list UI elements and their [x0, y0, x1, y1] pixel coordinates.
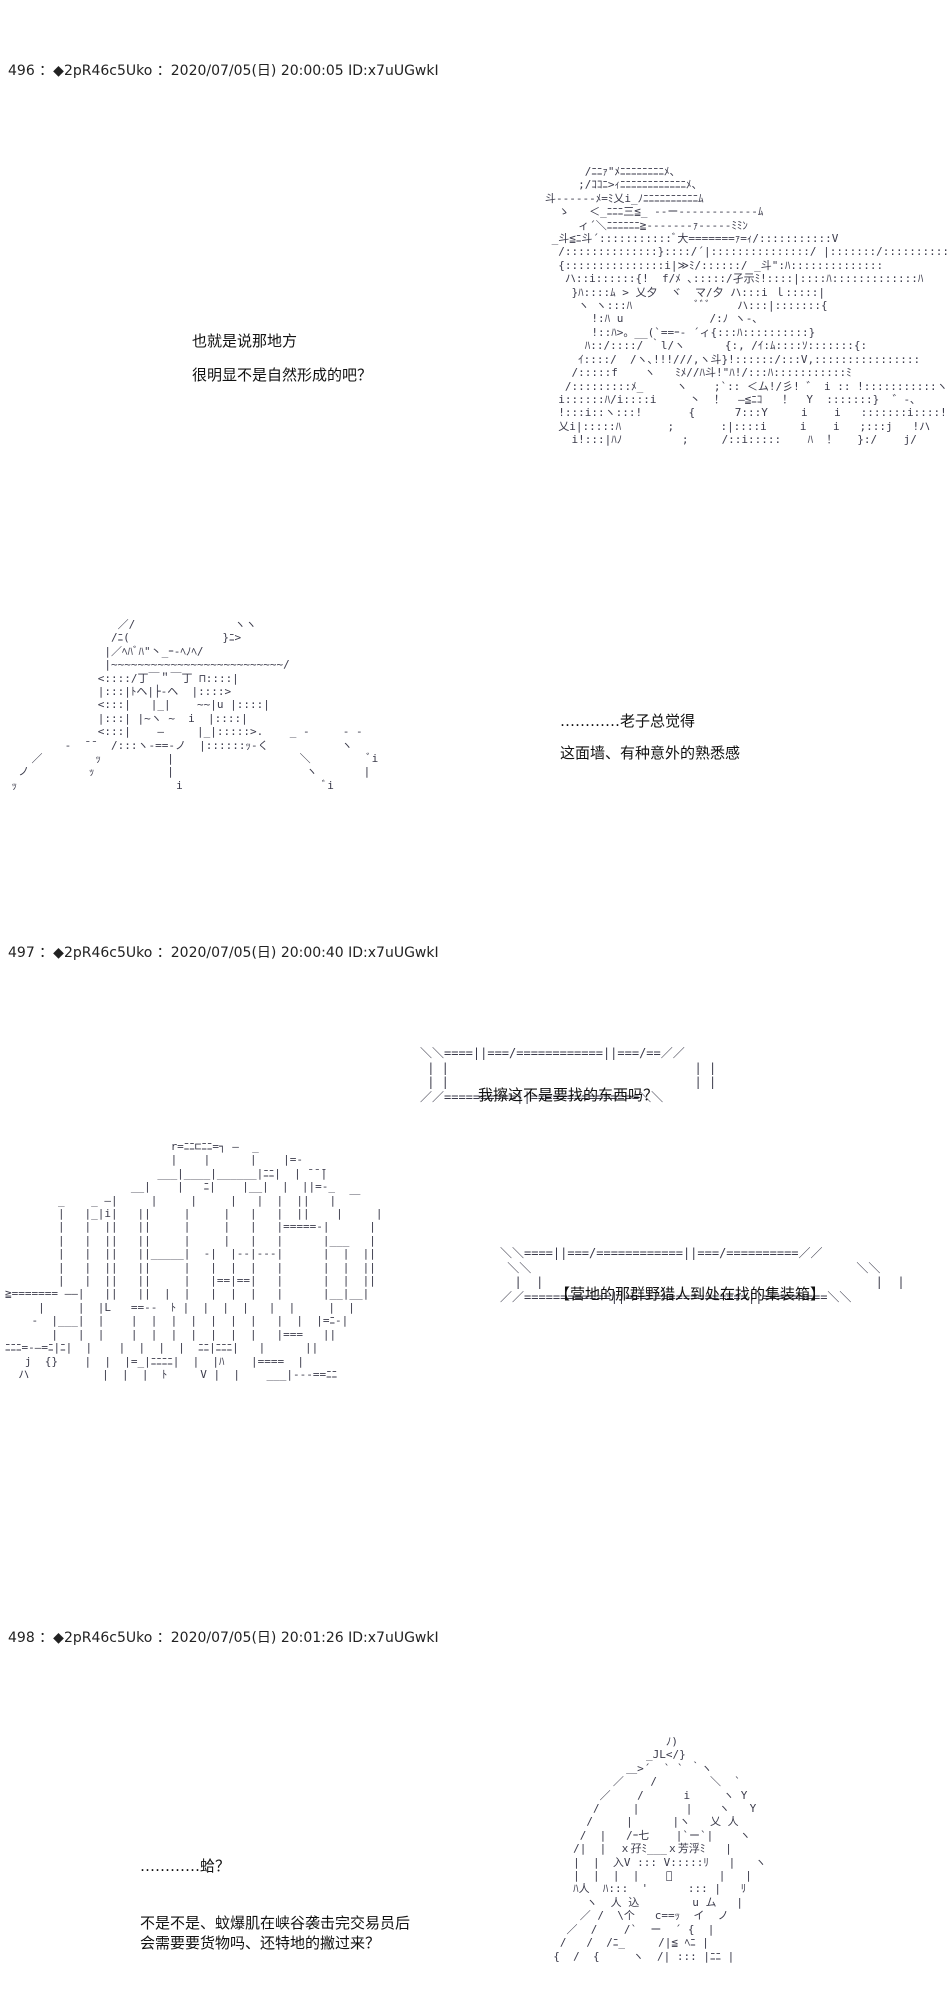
post-header-497: 497 ：◆2pR46c5Uko ：2020/07/05(日) 20:00:40…: [8, 945, 439, 961]
dialogue-line: …………蛤？: [140, 1857, 231, 1875]
dialogue-line: 会需要要货物吗、还特地的撇过来？: [140, 1934, 381, 1952]
caption-box-text: 【营地的那群野猎人到处在找的集装箱】: [555, 1285, 826, 1303]
dialogue-line: 也就是说那地方: [192, 332, 298, 350]
ascii-frame-caption: ＼＼====||===/============||===/==========…: [500, 1246, 905, 1304]
post-header-498: 498 ：◆2pR46c5Uko ：2020/07/05(日) 20:01:26…: [8, 1630, 439, 1646]
ascii-art-container-pile: r=ﾆﾆ⊏ﾆﾆ=┐ ― _ | | | |=- ___|____|______|…: [5, 1140, 383, 1381]
dialogue-line: 不是不是、蚊爆肌在峡谷袭击完交易员后: [140, 1914, 411, 1932]
ascii-art-hooded-figure: /ﾆﾆｧ"ﾒﾆﾆﾆﾆﾆﾆﾆﾆﾒ、 ;/ｺｺﾆ>ｨﾆﾆﾆﾆﾆﾆﾆﾆﾆﾆﾆﾆﾒ、 斗…: [545, 165, 950, 447]
dialogue-line: …………老子总觉得: [560, 712, 696, 730]
dialogue-line: 很明显不是自然形成的吧？: [192, 366, 373, 384]
ascii-art-wall: ／/ ヽヽ /ﾆ( }ﾆ> |／ﾍﾊﾞﾊ"丶_ｰ-ﾍﾉﾍ/ |~~~~~~~~~…: [11, 618, 379, 792]
ascii-frame-top: ＼＼====||===/============||===/==／／ | | |…: [420, 1046, 717, 1104]
speech-box-text: 我擦这不是要找的东西吗？: [478, 1086, 659, 1104]
post-header-496: 496 ：◆2pR46c5Uko ：2020/07/05(日) 20:00:05…: [8, 63, 439, 79]
ascii-art-long-hair-figure: ﾉ) _JL</} ＿>´ ` ` ｀ヽ ／ / ＼ ` ／ / i ヽ Y /…: [553, 1735, 767, 1963]
dialogue-line: 这面墙、有种意外的熟悉感: [560, 744, 741, 762]
